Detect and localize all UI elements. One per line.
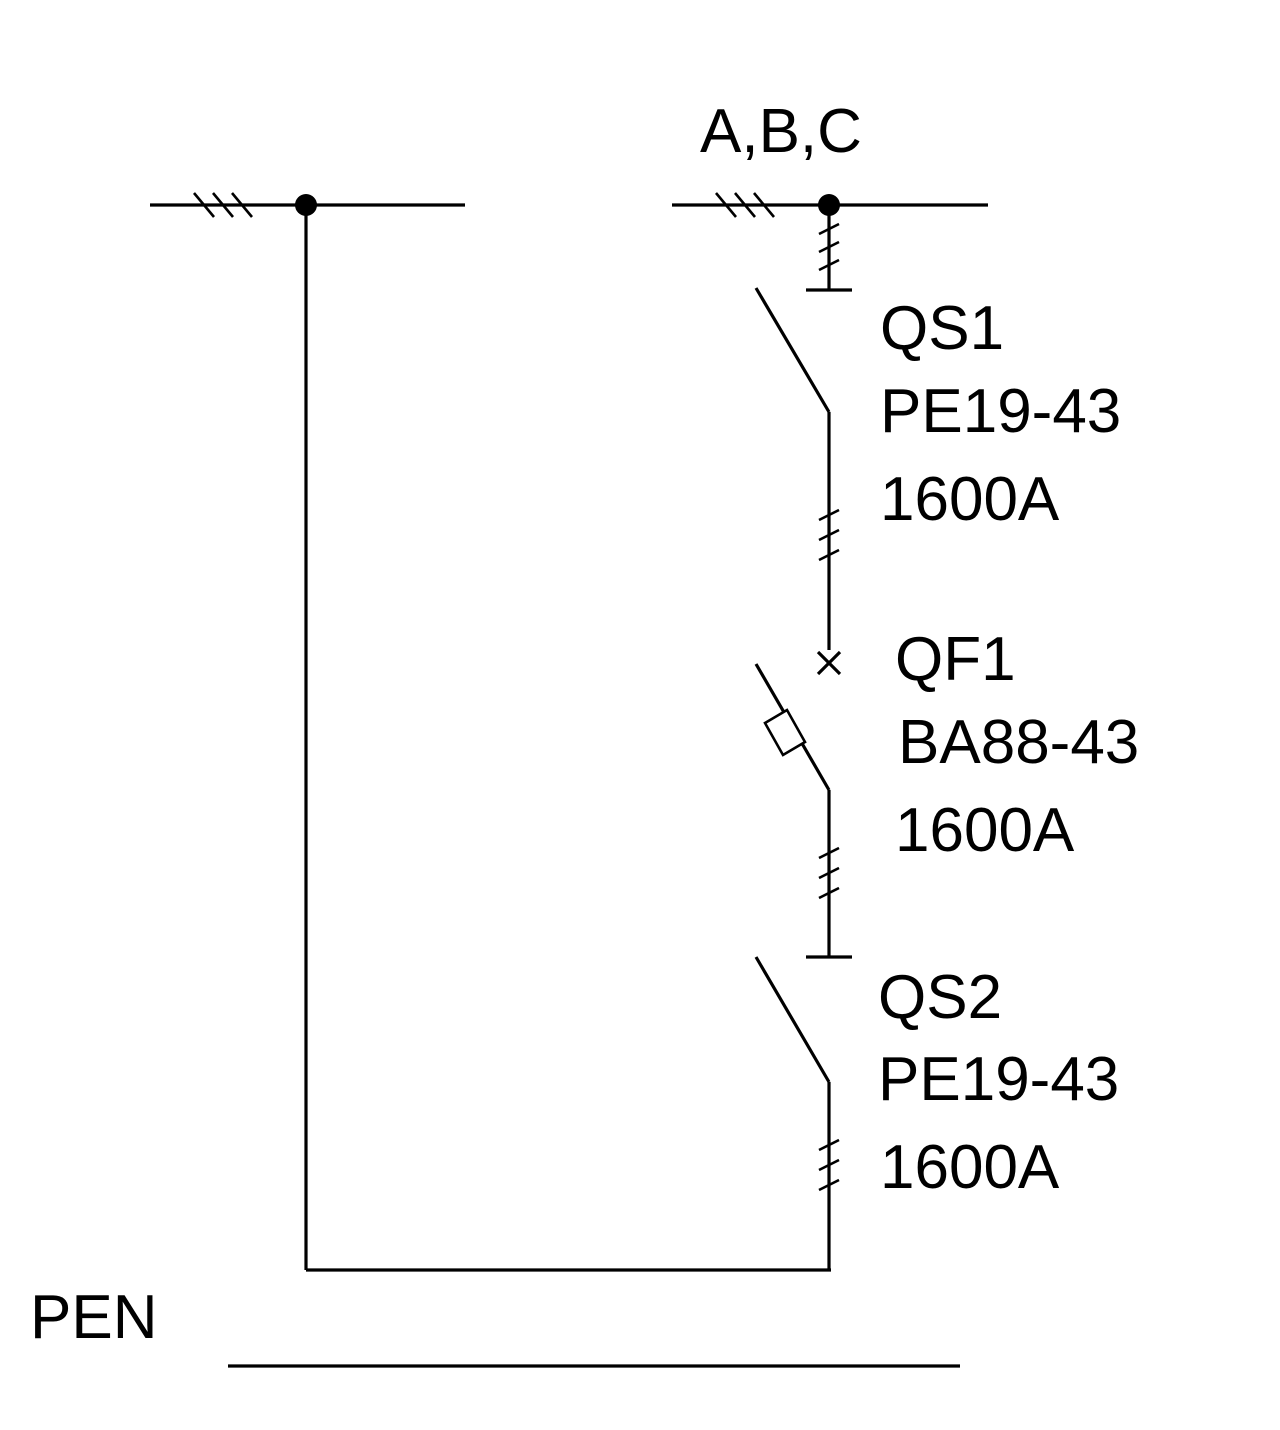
feeder-segment-1 xyxy=(806,205,852,292)
pen-label: PEN xyxy=(30,1283,157,1352)
three-phase-mark-1 xyxy=(818,222,840,272)
qs1-switch-blade xyxy=(754,287,831,413)
qs1-type-label: PE19-43 xyxy=(880,377,1121,446)
qs1-name-label: QS1 xyxy=(880,294,1004,363)
qf1-breaker xyxy=(754,663,831,791)
feeder-segment-4 xyxy=(818,1082,840,1270)
three-phase-mark-4 xyxy=(818,1138,840,1192)
feeder-segment-3 xyxy=(806,790,852,959)
qf1-rating-label: 1600A xyxy=(895,796,1075,865)
bus-phases-label: A,B,C xyxy=(700,97,862,166)
qf1-type-label: BA88-43 xyxy=(898,708,1139,777)
qs2-rating-label: 1600A xyxy=(880,1133,1060,1202)
qs2-type-label: PE19-43 xyxy=(878,1045,1119,1114)
qs2-switch-blade xyxy=(754,956,831,1083)
right-busbar-three-phase-mark xyxy=(715,192,775,218)
qf1-name-label: QF1 xyxy=(895,625,1016,694)
qs2-name-label: QS2 xyxy=(878,963,1002,1032)
qs1-rating-label: 1600A xyxy=(880,465,1060,534)
three-phase-mark-3 xyxy=(818,846,840,900)
left-busbar-three-phase-mark xyxy=(193,192,253,218)
qf1-release-element xyxy=(763,708,807,757)
feeder-segment-2 xyxy=(816,412,842,676)
three-phase-mark-2 xyxy=(818,508,840,562)
qf1-breaker-contact-cross xyxy=(816,650,842,676)
